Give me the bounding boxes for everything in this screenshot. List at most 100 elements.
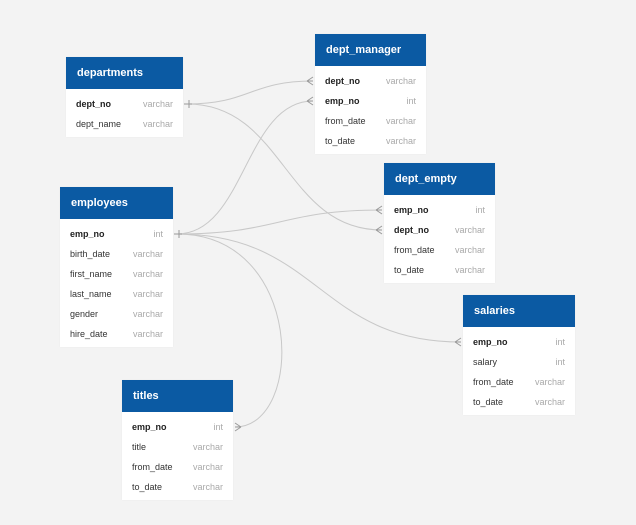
- field-row[interactable]: dept_name varchar: [66, 114, 183, 134]
- table-dept-empty[interactable]: dept_empty emp_no int dept_no varchar fr…: [384, 163, 495, 283]
- field-name: emp_no: [325, 96, 360, 106]
- table-employees[interactable]: employees emp_no int birth_date varchar …: [60, 187, 173, 347]
- table-fields: emp_no int salary int from_date varchar …: [463, 327, 575, 415]
- field-type: int: [406, 96, 416, 106]
- field-name: emp_no: [473, 337, 508, 347]
- table-salaries[interactable]: salaries emp_no int salary int from_date…: [463, 295, 575, 415]
- field-row[interactable]: from_date varchar: [315, 111, 426, 131]
- field-name: gender: [70, 309, 99, 319]
- field-type: varchar: [192, 482, 223, 492]
- relationship-line: [176, 100, 314, 235]
- table-fields: dept_no varchar emp_no int from_date var…: [315, 66, 426, 154]
- field-name: birth_date: [70, 249, 111, 259]
- table-departments[interactable]: departments dept_no varchar dept_name va…: [66, 57, 183, 137]
- field-type: int: [153, 229, 163, 239]
- many-marker-icon: [306, 96, 314, 106]
- field-row[interactable]: dept_no varchar: [66, 94, 183, 114]
- field-row[interactable]: to_date varchar: [463, 392, 575, 412]
- field-type: varchar: [454, 265, 485, 275]
- field-name: from_date: [394, 245, 435, 255]
- field-name: dept_no: [325, 76, 360, 86]
- field-type: varchar: [454, 225, 485, 235]
- field-name: to_date: [473, 397, 504, 407]
- field-name: to_date: [132, 482, 163, 492]
- field-type: varchar: [132, 249, 163, 259]
- table-header[interactable]: salaries: [463, 295, 575, 327]
- field-type: varchar: [142, 119, 173, 129]
- field-type: varchar: [385, 76, 416, 86]
- field-name: from_date: [473, 377, 514, 387]
- field-type: varchar: [132, 309, 163, 319]
- field-row[interactable]: hire_date varchar: [60, 324, 173, 344]
- field-name: from_date: [325, 116, 366, 126]
- field-type: varchar: [454, 245, 485, 255]
- field-row[interactable]: emp_no int: [463, 332, 575, 352]
- relationship-line: [186, 80, 314, 105]
- table-header[interactable]: dept_empty: [384, 163, 495, 195]
- field-type: varchar: [534, 397, 565, 407]
- field-name: first_name: [70, 269, 113, 279]
- field-row[interactable]: emp_no int: [60, 224, 173, 244]
- field-row[interactable]: emp_no int: [122, 417, 233, 437]
- field-row[interactable]: to_date varchar: [315, 131, 426, 151]
- field-type: varchar: [192, 442, 223, 452]
- field-type: varchar: [142, 99, 173, 109]
- field-name: last_name: [70, 289, 112, 299]
- many-marker-icon: [454, 337, 462, 347]
- table-fields: emp_no int birth_date varchar first_name…: [60, 219, 173, 347]
- many-marker-icon: [234, 422, 242, 432]
- field-row[interactable]: gender varchar: [60, 304, 173, 324]
- field-name: dept_name: [76, 119, 122, 129]
- field-name: to_date: [325, 136, 356, 146]
- field-row[interactable]: emp_no int: [315, 91, 426, 111]
- table-title: salaries: [474, 305, 515, 317]
- table-title: titles: [133, 390, 159, 402]
- field-type: int: [555, 337, 565, 347]
- table-header[interactable]: employees: [60, 187, 173, 219]
- field-row[interactable]: from_date varchar: [463, 372, 575, 392]
- field-name: emp_no: [394, 205, 429, 215]
- many-marker-icon: [306, 76, 314, 86]
- table-header[interactable]: dept_manager: [315, 34, 426, 66]
- field-name: to_date: [394, 265, 425, 275]
- field-row[interactable]: title varchar: [122, 437, 233, 457]
- table-fields: emp_no int title varchar from_date varch…: [122, 412, 233, 500]
- many-marker-icon: [375, 205, 383, 215]
- field-row[interactable]: dept_no varchar: [315, 71, 426, 91]
- field-type: varchar: [132, 329, 163, 339]
- field-type: varchar: [132, 289, 163, 299]
- relationship-line: [176, 209, 383, 235]
- table-title: employees: [71, 197, 128, 209]
- table-header[interactable]: departments: [66, 57, 183, 89]
- field-name: emp_no: [132, 422, 167, 432]
- table-title: dept_empty: [395, 173, 457, 185]
- field-name: salary: [473, 357, 498, 367]
- field-row[interactable]: first_name varchar: [60, 264, 173, 284]
- table-title: departments: [77, 67, 144, 79]
- field-name: hire_date: [70, 329, 108, 339]
- field-row[interactable]: salary int: [463, 352, 575, 372]
- field-row[interactable]: birth_date varchar: [60, 244, 173, 264]
- field-type: varchar: [385, 136, 416, 146]
- many-marker-icon: [375, 225, 383, 235]
- field-row[interactable]: from_date varchar: [384, 240, 495, 260]
- field-row[interactable]: from_date varchar: [122, 457, 233, 477]
- field-type: varchar: [192, 462, 223, 472]
- table-dept-manager[interactable]: dept_manager dept_no varchar emp_no int …: [315, 34, 426, 154]
- field-type: int: [555, 357, 565, 367]
- field-type: varchar: [534, 377, 565, 387]
- field-row[interactable]: to_date varchar: [122, 477, 233, 497]
- field-name: title: [132, 442, 147, 452]
- field-row[interactable]: dept_no varchar: [384, 220, 495, 240]
- field-type: varchar: [385, 116, 416, 126]
- field-row[interactable]: to_date varchar: [384, 260, 495, 280]
- field-name: dept_no: [76, 99, 111, 109]
- table-header[interactable]: titles: [122, 380, 233, 412]
- field-name: from_date: [132, 462, 173, 472]
- field-type: int: [213, 422, 223, 432]
- field-row[interactable]: last_name varchar: [60, 284, 173, 304]
- field-row[interactable]: emp_no int: [384, 200, 495, 220]
- field-type: int: [475, 205, 485, 215]
- table-titles[interactable]: titles emp_no int title varchar from_dat…: [122, 380, 233, 500]
